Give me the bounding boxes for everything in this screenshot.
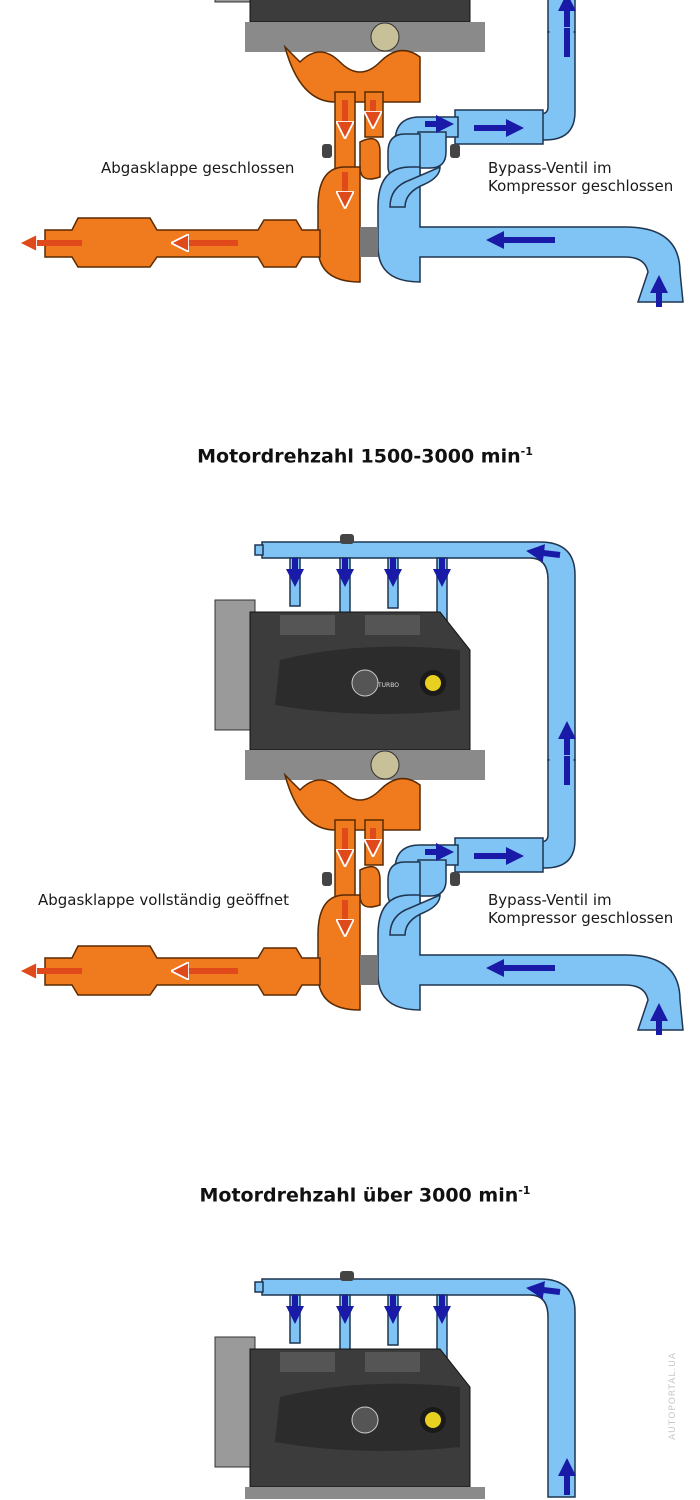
diagram-high-rpm	[215, 1271, 575, 1499]
exhaust-flap-label-2: Abgasklappe vollständig geöffnet	[38, 891, 290, 909]
diagram-mid-rpm-upper	[215, 534, 575, 762]
title-text: Motordrehzahl 1500-3000 min	[197, 445, 521, 468]
title-sup: -1	[520, 445, 533, 458]
watermark: AUTOPORTAL.UA	[668, 1351, 678, 1440]
exhaust-flap-label-1: Abgasklappe geschlossen	[101, 159, 295, 177]
bypass-label-1a: Bypass-Ventil im	[488, 159, 612, 177]
diagram-high-rpm-upper	[215, 1271, 575, 1499]
title-text: Motordrehzahl über 3000 min	[199, 1184, 519, 1207]
diagram-mid-rpm	[28, 534, 683, 1035]
bypass-label-1b: Kompressor geschlossen	[488, 177, 674, 195]
title-mid-rpm: Motordrehzahl 1500-3000 min-1	[0, 445, 700, 467]
bypass-label-2b: Kompressor geschlossen	[488, 909, 674, 927]
bypass-label-2a: Bypass-Ventil im	[488, 891, 612, 909]
diagram-low-rpm	[28, 0, 683, 307]
title-sup: -1	[518, 1184, 531, 1197]
title-high-rpm: Motordrehzahl über 3000 min-1	[0, 1184, 700, 1206]
